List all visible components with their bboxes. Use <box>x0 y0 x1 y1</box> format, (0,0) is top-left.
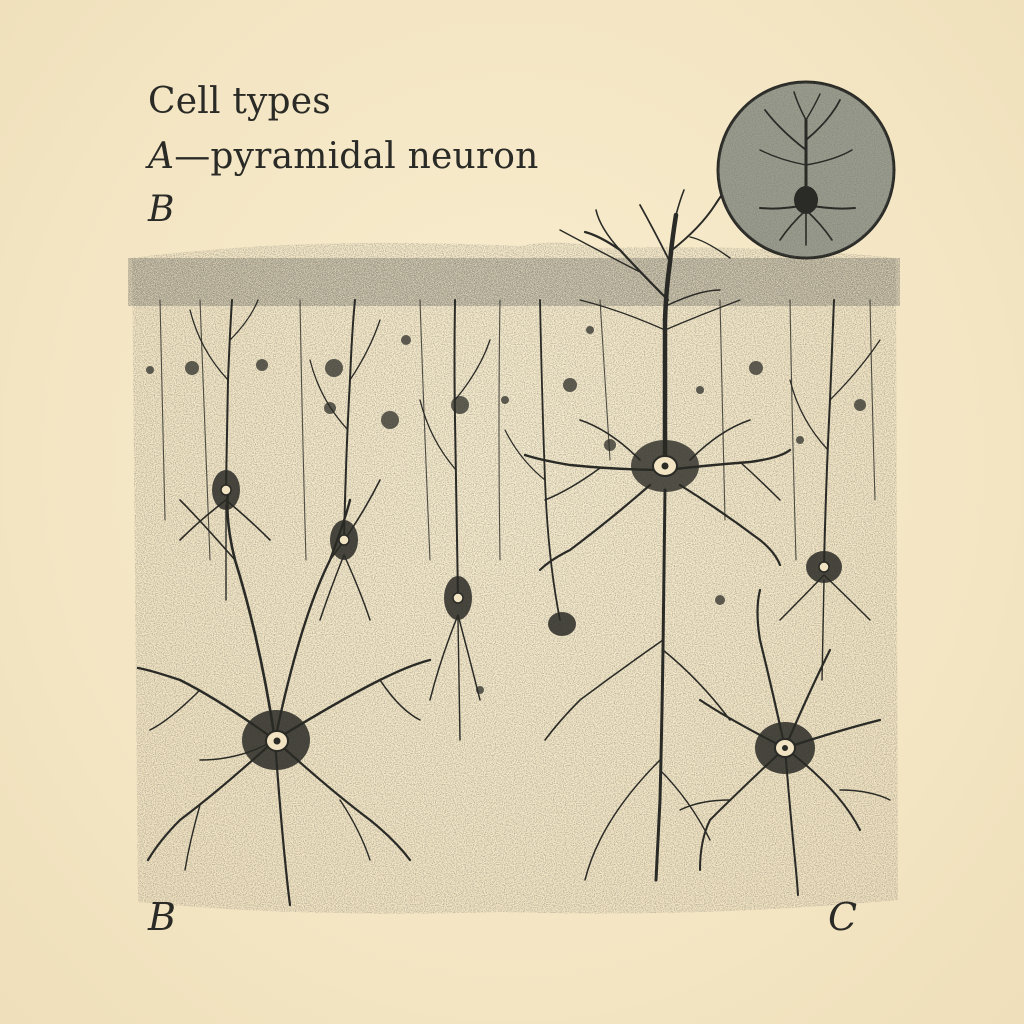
neuron-inset-icon <box>716 80 896 260</box>
tissue-area <box>128 242 900 914</box>
caption-line-b: B <box>148 189 175 230</box>
small-pyramidal-neuron-4 <box>779 299 881 681</box>
neurons <box>136 189 891 907</box>
stellate-neuron-c <box>679 588 891 896</box>
small-pyramidal-neuron-2 <box>309 299 381 621</box>
small-pyramidal-neuron-3 <box>419 299 491 741</box>
vertical-fibers <box>159 299 876 561</box>
label-c: C <box>828 895 858 939</box>
caption-text-a: —pyramidal neuron <box>174 136 539 177</box>
caption-title: Cell types <box>148 81 331 122</box>
label-b: B <box>148 895 176 939</box>
pyramidal-neuron-a <box>523 189 792 882</box>
caption-letter-a: A <box>148 136 175 177</box>
small-neuron-5 <box>504 299 576 636</box>
caption-line-a: A—pyramidal neuron <box>148 139 539 175</box>
small-pyramidal-neuron-1 <box>179 299 271 601</box>
surface-layer <box>128 258 900 306</box>
